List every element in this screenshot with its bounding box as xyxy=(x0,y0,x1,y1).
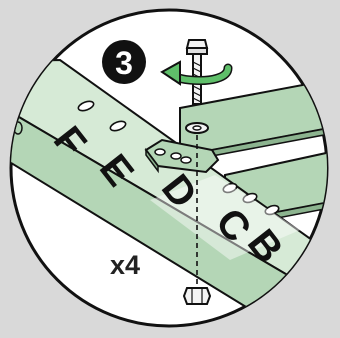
washer-icon xyxy=(186,123,208,133)
quantity-label: x4 xyxy=(110,250,140,280)
nut-icon xyxy=(184,288,210,304)
step-number-badge: 3 xyxy=(102,40,146,84)
step-number: 3 xyxy=(115,45,133,81)
